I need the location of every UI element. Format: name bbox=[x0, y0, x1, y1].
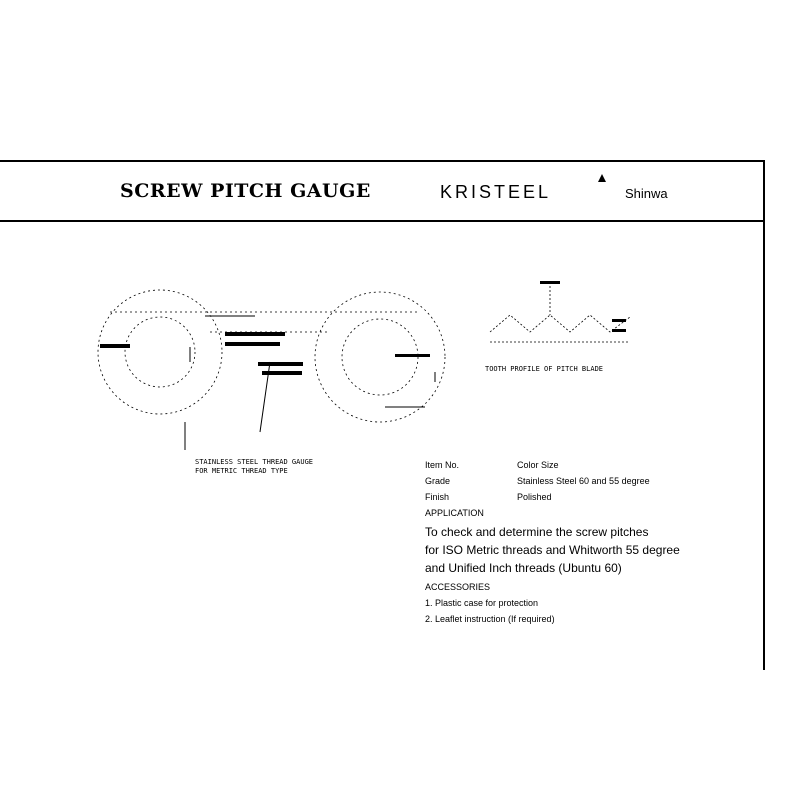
application-line: for ISO Metric threads and Whitworth 55 … bbox=[425, 543, 680, 557]
application-text: To check and determine the screw pitches… bbox=[425, 523, 760, 577]
spec-row-finish: Finish Polished bbox=[425, 489, 760, 505]
spec-value: Color Size bbox=[517, 460, 559, 470]
application-heading: APPLICATION bbox=[425, 508, 484, 518]
spec-row-item: Item No. Color Size bbox=[425, 457, 760, 473]
drawing-caption: STAINLESS STEEL THREAD GAUGE FOR METRIC … bbox=[195, 458, 313, 476]
detail-caption: TOOTH PROFILE OF PITCH BLADE bbox=[485, 365, 604, 373]
spec-row-grade: Grade Stainless Steel 60 and 55 degree bbox=[425, 473, 760, 489]
page-title: SCREW PITCH GAUGE bbox=[120, 180, 371, 202]
application-line: To check and determine the screw pitches bbox=[425, 525, 649, 539]
brand-logo: KRISTEEL bbox=[440, 182, 552, 202]
star-icon bbox=[598, 174, 606, 182]
header-band: SCREW PITCH GAUGE KRISTEEL Shinwa bbox=[0, 162, 763, 222]
spec-block: Item No. Color Size Grade Stainless Stee… bbox=[425, 457, 760, 627]
gauge-drawing bbox=[97, 289, 446, 450]
accessories-heading: ACCESSORIES bbox=[425, 582, 491, 592]
accessory-item: 1. Plastic case for protection bbox=[425, 598, 539, 608]
application-line: and Unified Inch threads (Ubuntu 60) bbox=[425, 561, 622, 575]
spec-label: Finish bbox=[425, 492, 450, 502]
spec-label: Grade bbox=[425, 476, 451, 486]
drawing-caption-line: FOR METRIC THREAD TYPE bbox=[195, 467, 288, 475]
brand-sub-logo: Shinwa bbox=[625, 186, 668, 201]
tooth-profile-drawing bbox=[489, 281, 631, 343]
spec-label: Item No. bbox=[425, 460, 460, 470]
spec-sheet: SCREW PITCH GAUGE KRISTEEL Shinwa bbox=[0, 160, 765, 670]
accessory-item: 2. Leaflet instruction (If required) bbox=[425, 614, 555, 624]
spec-value: Polished bbox=[517, 492, 552, 502]
drawing-caption-line: STAINLESS STEEL THREAD GAUGE bbox=[195, 458, 314, 466]
spec-value: Stainless Steel 60 and 55 degree bbox=[517, 476, 650, 486]
